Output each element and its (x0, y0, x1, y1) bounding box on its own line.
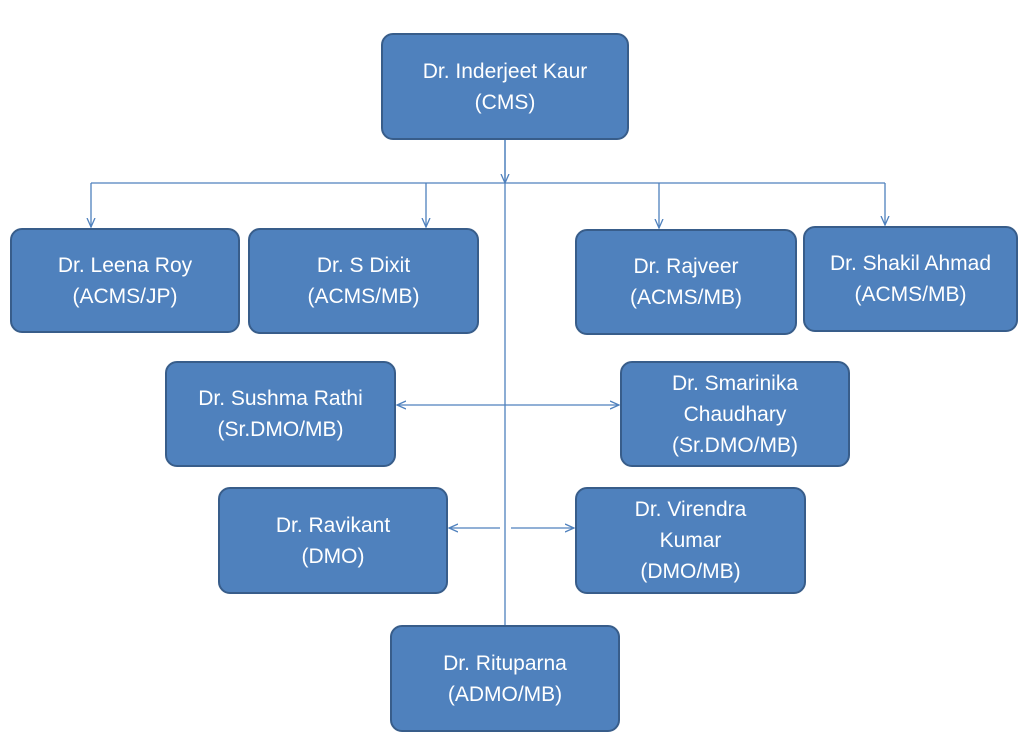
node-sushma-rathi: Dr. Sushma Rathi (Sr.DMO/MB) (165, 361, 396, 467)
node-smarinika-chaudhary: Dr. Smarinika Chaudhary (Sr.DMO/MB) (620, 361, 850, 467)
node-role: (ACMS/MB) (307, 285, 420, 308)
node-name-line1: Dr. Smarinika (671, 371, 799, 395)
node-name: Dr. Ravikant (275, 513, 391, 537)
node-shakil-ahmad: Dr. Shakil Ahmad (ACMS/MB) (803, 226, 1018, 332)
node-virendra-kumar: Dr. Virendra Kumar (DMO/MB) (575, 487, 806, 594)
node-name: Dr. Inderjeet Kaur (422, 59, 588, 83)
node-name: Dr. Rajveer (633, 255, 739, 278)
node-name: Dr. S Dixit (316, 254, 411, 277)
node-role: (ACMS/JP) (72, 284, 178, 308)
node-name: Dr. Shakil Ahmad (829, 252, 992, 275)
node-name: Dr. Leena Roy (57, 253, 193, 277)
node-ravikant: Dr. Ravikant (DMO) (218, 487, 448, 594)
node-name-line2: Kumar (659, 529, 722, 552)
node-role: (DMO/MB) (640, 560, 741, 583)
node-role: (ACMS/MB) (854, 283, 967, 306)
node-role: (Sr.DMO/MB) (672, 433, 798, 457)
node-role: (ACMS/MB) (630, 286, 742, 309)
node-leena-roy: Dr. Leena Roy (ACMS/JP) (10, 228, 240, 333)
node-role: (DMO) (301, 544, 365, 568)
node-rajveer: Dr. Rajveer (ACMS/MB) (575, 229, 797, 335)
node-rituparna: Dr. Rituparna (ADMO/MB) (390, 625, 620, 732)
node-role: (ADMO/MB) (447, 682, 563, 706)
node-name-line1: Dr. Virendra (634, 498, 747, 521)
node-name-line2: Chaudhary (683, 402, 787, 426)
node-s-dixit: Dr. S Dixit (ACMS/MB) (248, 228, 479, 334)
node-name: Dr. Rituparna (443, 651, 567, 675)
node-inderjeet-kaur: Dr. Inderjeet Kaur (CMS) (381, 33, 629, 140)
node-role: (CMS) (474, 90, 536, 114)
node-name: Dr. Sushma Rathi (198, 387, 363, 410)
node-role: (Sr.DMO/MB) (217, 418, 344, 441)
